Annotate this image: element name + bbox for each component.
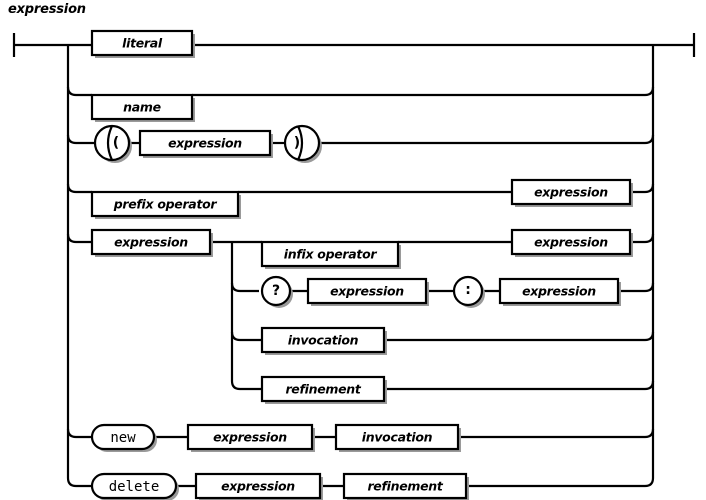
node-question-mark[interactable] <box>260 275 292 307</box>
node-new-invocation-label: invocation <box>362 430 433 445</box>
node-prefix-expression-label: expression <box>534 185 608 200</box>
page-title: expression <box>8 2 86 17</box>
start-bar-icon <box>12 33 68 57</box>
node-delete-keyword[interactable] <box>90 472 178 500</box>
node-infix-operator-box[interactable] <box>260 240 400 268</box>
node-colon-label: : <box>465 282 471 298</box>
node-expression-head-label: expression <box>114 235 188 250</box>
node-paren-expression-box[interactable] <box>138 129 272 157</box>
node-refinement-label: refinement <box>285 382 361 397</box>
alternative-ternary: ? expression : expression <box>260 275 621 308</box>
node-infix-expression-box[interactable] <box>510 228 632 256</box>
alternative-delete: delete expression refinement <box>90 472 469 500</box>
node-paren-expression-label: expression <box>168 136 242 151</box>
alternative-prefix-operator: prefix operator expression <box>90 178 633 219</box>
alternative-infix-operator: infix operator expression <box>232 228 633 269</box>
node-delete-keyword-label: delete <box>109 479 160 495</box>
node-literal-label: literal <box>122 36 163 51</box>
node-infix-operator-label: infix operator <box>284 247 378 262</box>
node-ternary-else-box[interactable] <box>498 277 620 305</box>
right-spine <box>192 45 655 488</box>
node-open-paren-label: ( <box>113 135 119 151</box>
node-ternary-then-box[interactable] <box>306 277 428 305</box>
alternative-name: name <box>90 93 195 122</box>
node-name-box[interactable] <box>90 93 194 121</box>
node-prefix-expression-box[interactable] <box>510 178 632 206</box>
node-close-paren-label: ) <box>294 135 300 151</box>
node-delete-expression-box[interactable] <box>194 472 322 500</box>
node-delete-refinement-label: refinement <box>367 479 443 494</box>
node-refinement-box[interactable] <box>260 375 386 403</box>
shared-expression-head: expression <box>90 228 232 257</box>
node-delete-refinement-box[interactable] <box>342 472 468 500</box>
node-ternary-else-label: expression <box>522 284 596 299</box>
node-delete-expression-label: expression <box>221 479 295 494</box>
node-question-mark-label: ? <box>272 283 280 299</box>
node-new-keyword[interactable] <box>90 423 156 451</box>
node-infix-expression-label: expression <box>534 235 608 250</box>
node-invocation-box[interactable] <box>260 326 386 354</box>
node-new-invocation-box[interactable] <box>334 423 460 451</box>
alternative-refinement: refinement <box>260 375 387 404</box>
end-bar-icon <box>653 33 696 57</box>
alternative-parenthesized: ( expression ) <box>93 124 322 163</box>
alternative-new: new expression invocation <box>90 423 461 452</box>
left-spine <box>66 45 95 488</box>
node-invocation-label: invocation <box>288 333 359 348</box>
node-name-label: name <box>123 100 161 115</box>
node-ternary-then-label: expression <box>330 284 404 299</box>
inner-spine <box>230 242 262 391</box>
node-new-expression-label: expression <box>213 430 287 445</box>
alternative-invocation: invocation <box>260 326 387 355</box>
node-new-keyword-label: new <box>110 430 136 446</box>
node-expression-head-box[interactable] <box>90 228 212 256</box>
node-new-expression-box[interactable] <box>186 423 314 451</box>
node-prefix-operator-box[interactable] <box>90 190 240 218</box>
alternative-literal: literal <box>68 29 653 58</box>
node-literal-box[interactable] <box>90 29 194 57</box>
node-colon[interactable] <box>452 275 484 307</box>
node-prefix-operator-label: prefix operator <box>113 197 218 212</box>
